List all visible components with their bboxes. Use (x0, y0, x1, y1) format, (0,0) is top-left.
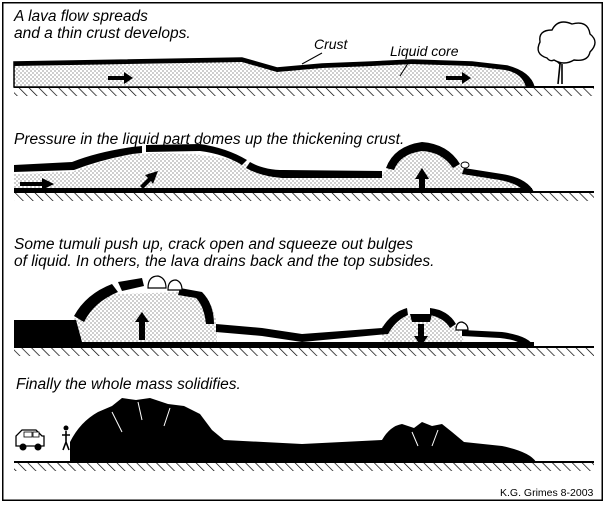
panel-2-crust-dome-right (386, 142, 460, 170)
panel-4-crack-lines (111, 401, 439, 447)
panel-3-crust-base (14, 342, 534, 347)
panel-3-push-arrow-up (135, 312, 149, 340)
panel-3-crust-left-flat (14, 320, 82, 342)
crust-leader (301, 52, 323, 65)
panel-2-crust-middle (246, 162, 382, 178)
diagram-frame: A lava flow spreads and a thin crust dev… (2, 2, 603, 501)
credit-text: K.G. Grimes 8-2003 (500, 487, 594, 499)
panel-2-crust-front (462, 168, 534, 192)
panel-2-flow-arrow (20, 178, 54, 190)
panel-3-caption-line-2: of liquid. In others, the lava drains ba… (14, 253, 434, 270)
panel-3-bulge-2 (167, 279, 183, 291)
panel-3-crust-sunk-slab (410, 314, 432, 322)
panel-3-drain-arrow-down (414, 324, 428, 346)
panel-3-crust-slab-2 (118, 278, 144, 291)
panel-1-caption-line-1: A lava flow spreads (13, 8, 148, 25)
panel-3: Some tumuli push up, crack open and sque… (14, 236, 594, 356)
panel-1-flow-arrow-right (446, 72, 471, 84)
panel-4: Finally the whole mass solidifies. (14, 376, 594, 471)
panel-3-liquid-core-right (382, 315, 467, 347)
panel-2: Pressure in the liquid part domes up the… (14, 131, 594, 201)
panel-3-caption-line-1: Some tumuli push up, crack open and sque… (14, 236, 413, 253)
panel-3-crust-front (462, 330, 534, 347)
panel-1-ground-hatch (14, 87, 594, 96)
panel-2-liquid-core (14, 150, 532, 192)
panel-4-ground-hatch (14, 462, 594, 471)
panel-1-flow-arrow-left (108, 72, 133, 84)
tree-icon (537, 21, 596, 85)
panel-4-solid-lava (70, 398, 536, 462)
person-icon (62, 425, 70, 451)
panel-3-crust-right-slab (430, 308, 456, 328)
panel-2-caption: Pressure in the liquid part domes up the… (14, 131, 404, 148)
panel-3-crust-slab-3 (178, 288, 214, 324)
panel-1: A lava flow spreads and a thin crust dev… (13, 8, 596, 96)
panel-2-push-arrow-diagonal (140, 171, 158, 189)
panel-3-crust-slab-1 (74, 284, 118, 322)
panel-2-small-bulge (460, 161, 470, 169)
panel-3-crust-middle (216, 308, 408, 342)
panel-3-bulge-1 (147, 275, 167, 289)
panel-1-caption-line-2: and a thin crust develops. (14, 25, 191, 42)
crust-label: Crust (314, 36, 349, 52)
liquid-core-leader (399, 59, 411, 77)
panel-3-ground-hatch (14, 347, 594, 356)
figure-border (2, 2, 603, 501)
panel-2-ground-hatch (14, 192, 594, 201)
panel-2-crust-base (14, 188, 532, 192)
panel-3-bulge-3 (455, 321, 469, 331)
panel-2-crust-left (14, 146, 142, 172)
panel-2-crust-dome-left (146, 144, 247, 165)
liquid-core-label: Liquid core (390, 43, 459, 59)
panel-4-caption: Finally the whole mass solidifies. (16, 376, 241, 393)
panel-2-push-arrow-up (415, 168, 429, 192)
car-icon (15, 429, 45, 451)
